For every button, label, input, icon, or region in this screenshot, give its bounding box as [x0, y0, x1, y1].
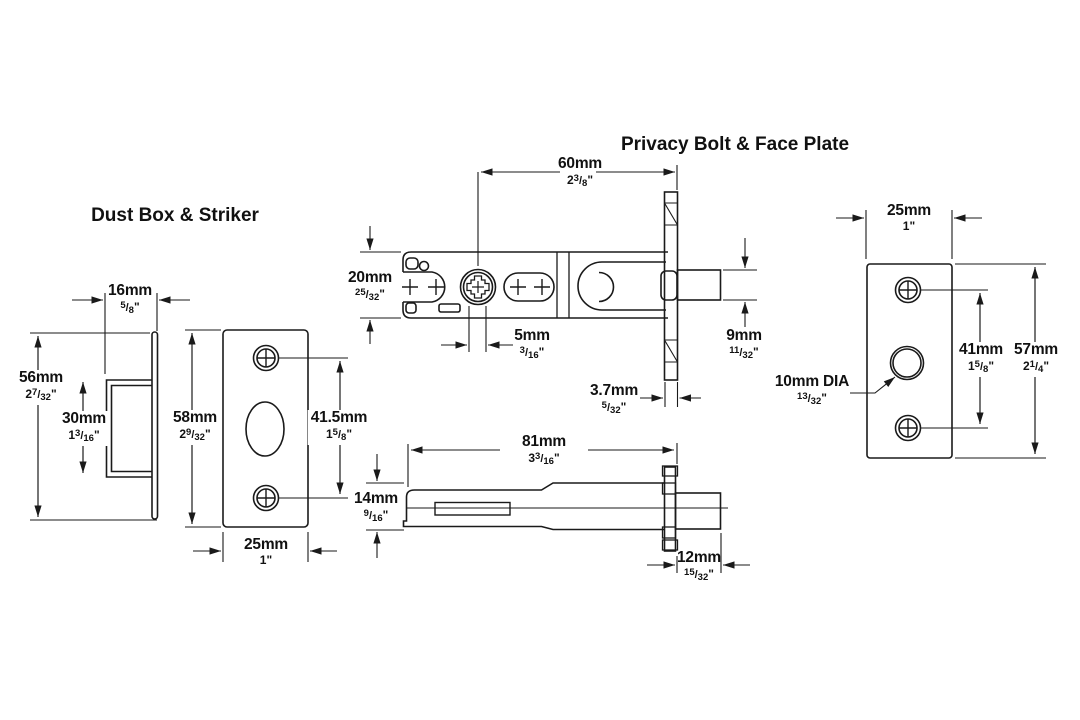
striker-plate-front	[222, 329, 309, 528]
privacy-bolt-side-view	[402, 191, 722, 381]
dust-box-profile	[105, 331, 159, 520]
face-plate-front	[866, 263, 953, 459]
privacy-bolt-top-view	[402, 465, 728, 552]
title-dust-box: Dust Box & Striker	[91, 205, 259, 226]
title-privacy-bolt: Privacy Bolt & Face Plate	[620, 134, 850, 155]
